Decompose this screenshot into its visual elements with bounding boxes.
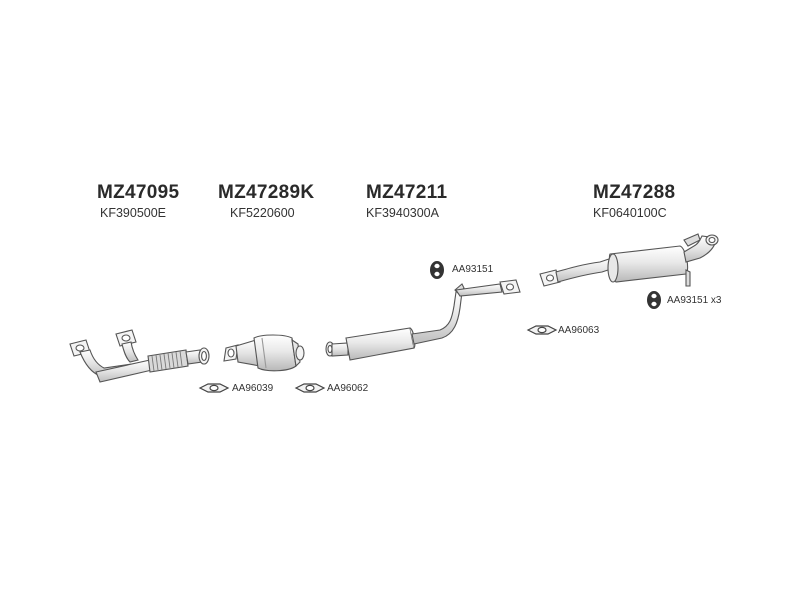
callout-gasket-aa96039: AA96039 [232, 383, 274, 394]
part-number-rear-muffler: MZ47288 [593, 182, 676, 203]
part-number-front-pipe: MZ47095 [97, 182, 180, 203]
callout-hanger-aa93151: AA93151 [452, 264, 494, 275]
middle-pipe [325, 279, 521, 361]
part-number-catalytic-converter: MZ47289K [218, 182, 315, 203]
part-ref-middle-pipe: KF3940300A [366, 206, 439, 220]
part-number-middle-pipe: MZ47211 [366, 182, 448, 203]
part-ref-catalytic-converter: KF5220600 [230, 206, 295, 220]
rear-muffler [539, 233, 719, 287]
rubber-hanger-icon [647, 291, 661, 309]
part-ref-front-pipe: KF390500E [100, 206, 167, 220]
catalytic-converter [223, 334, 305, 372]
part-ref-rear-muffler: KF0640100C [593, 206, 667, 220]
rubber-hanger-icon [430, 261, 444, 279]
callout-gasket-aa96063: AA96063 [558, 325, 600, 336]
callout-hanger-aa93151-x3: AA93151 x3 [667, 295, 722, 306]
gasket-icon [294, 383, 326, 393]
gasket-icon [198, 383, 230, 393]
front-pipe [69, 329, 210, 383]
callout-gasket-aa96062: AA96062 [327, 383, 369, 394]
gasket-icon [526, 325, 558, 335]
